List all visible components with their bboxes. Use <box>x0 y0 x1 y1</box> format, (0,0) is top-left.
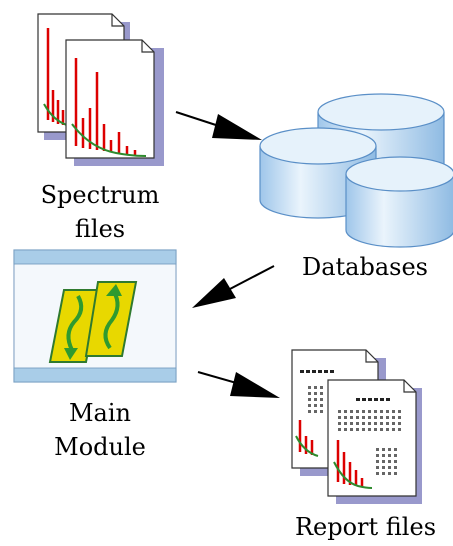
database-icon <box>259 93 453 248</box>
arrow-databases-to-main <box>192 265 275 308</box>
module-emblem <box>48 281 138 363</box>
main-module-label-line2: Module <box>54 433 146 461</box>
spectrum-file-icon-front <box>65 39 164 166</box>
arrow-spectrum-to-databases <box>175 111 262 140</box>
main-module-icon <box>13 249 177 383</box>
databases-label: Databases <box>301 253 428 281</box>
spectrum-files-label-line1: Spectrum <box>40 181 160 209</box>
arrow-main-to-reports <box>197 371 280 398</box>
spectrum-files-label-line2: files <box>74 215 126 243</box>
report-files-label: Report files <box>294 513 437 541</box>
main-module-label-line1: Main <box>68 399 131 427</box>
database-cylinder-right <box>345 156 453 248</box>
report-file-icon-front <box>327 379 422 504</box>
